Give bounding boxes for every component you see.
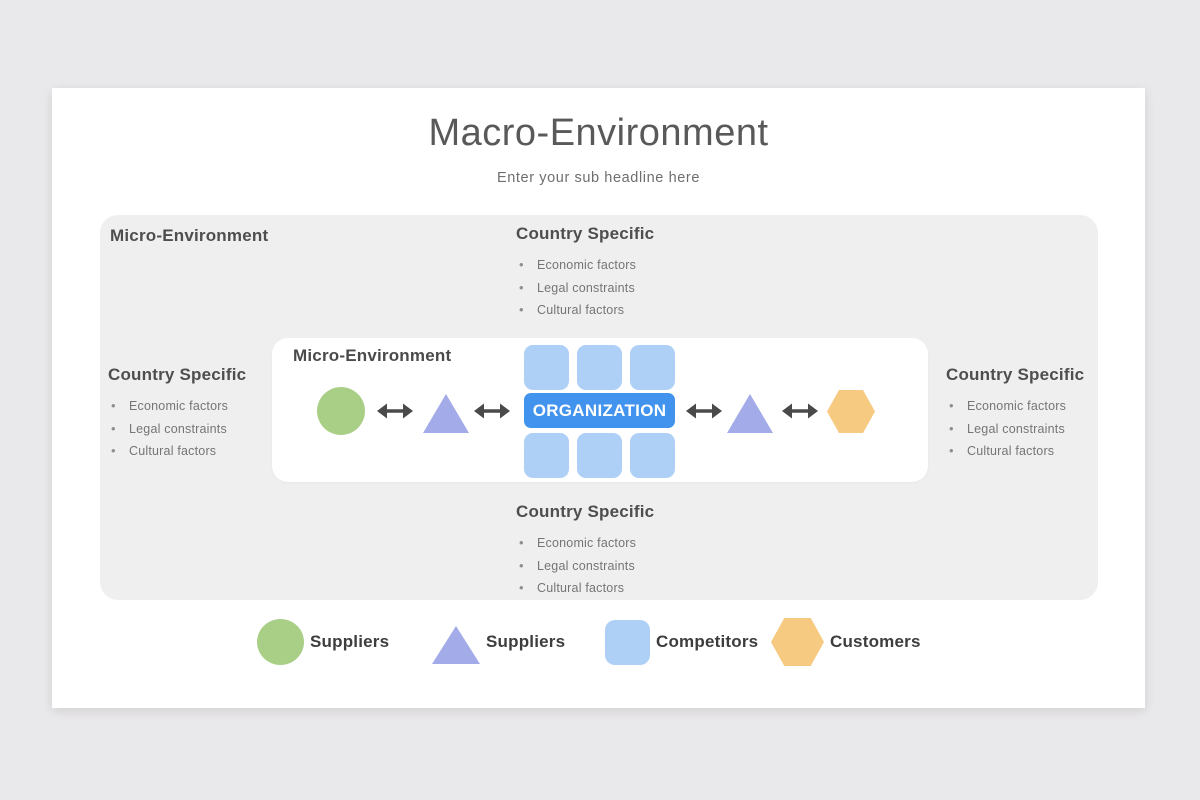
legend-label: Customers <box>830 632 921 651</box>
legend-label: Competitors <box>656 632 759 651</box>
triangle-icon <box>432 626 480 664</box>
competitor-square <box>577 345 622 390</box>
bullet-dot: • <box>519 279 524 295</box>
legend-item-customers: Customers <box>771 618 921 666</box>
country-specific-heading: Country Specific <box>516 502 655 521</box>
bullet-item: • Cultural factors <box>946 440 1176 463</box>
bullet-text: Cultural factors <box>537 581 625 595</box>
bullet-dot: • <box>111 398 116 413</box>
macro-panel-label: Micro-Environment <box>110 226 269 245</box>
country-specific-list: • Economic factors • Legal constraints • Cu… <box>108 395 338 463</box>
macro-environment-panel: Micro-Environment Country Specific • Econ… <box>100 215 1098 600</box>
bullet-text: Cultural factors <box>537 303 625 317</box>
competitor-square <box>524 345 569 390</box>
micro-panel-label: Micro-Environment <box>293 346 452 365</box>
country-specific-heading: Country Specific <box>516 224 655 243</box>
legend-item-suppliers-triangle: Suppliers <box>432 618 565 666</box>
competitor-square <box>630 433 675 478</box>
supplier-triangle-shape <box>423 394 469 433</box>
bullet-item: • Economic factors <box>516 254 746 277</box>
country-specific-list: • Economic factors • Legal constraints • Cu… <box>516 532 746 600</box>
competitor-square <box>577 433 622 478</box>
page-title: Macro-Environment <box>428 112 769 154</box>
legend-label: Suppliers <box>486 632 566 651</box>
hexagon-icon <box>771 618 824 666</box>
country-specific-list: • Economic factors • Legal constraints • Cu… <box>516 254 746 322</box>
bullet-item: • Cultural factors <box>516 299 746 322</box>
country-specific-block-right: Country Specific • Economic factors • Lega… <box>946 365 1176 463</box>
micro-environment-panel: Micro-Environment ORGANIZATION <box>272 338 928 482</box>
country-specific-heading: Country Specific <box>946 365 1085 384</box>
page-subtitle: Enter your sub headline here <box>496 170 700 186</box>
bullet-text: Cultural factors <box>967 444 1055 458</box>
bullet-dot: • <box>949 420 954 436</box>
bullet-dot: • <box>519 535 524 550</box>
legend-item-suppliers-circle: Suppliers <box>257 618 389 666</box>
bullet-item: • Cultural factors <box>108 440 338 463</box>
country-specific-heading: Country Specific <box>108 365 247 384</box>
organization-badge: ORGANIZATION <box>524 393 675 428</box>
double-arrow-icon <box>686 403 722 419</box>
bullet-item: • Economic factors <box>108 395 338 418</box>
bullet-item: • Legal constraints <box>946 418 1176 441</box>
bullet-item: • Economic factors <box>946 395 1176 418</box>
competitor-square <box>630 345 675 390</box>
double-arrow-icon <box>377 403 413 419</box>
double-arrow-icon <box>782 403 818 419</box>
bullet-text: Legal constraints <box>537 280 635 295</box>
bullet-dot: • <box>111 443 116 458</box>
bullet-text: Legal constraints <box>967 421 1065 436</box>
bullet-text: Economic factors <box>537 536 637 550</box>
bullet-text: Cultural factors <box>129 444 217 458</box>
double-arrow-icon <box>474 403 510 419</box>
circle-icon <box>257 619 304 665</box>
bullet-text: Economic factors <box>537 258 637 272</box>
supplier-circle-shape <box>317 387 365 435</box>
bullet-item: • Legal constraints <box>516 555 746 578</box>
square-icon <box>605 619 650 665</box>
competitor-square <box>524 433 569 478</box>
bullet-text: Legal constraints <box>537 558 635 573</box>
bullet-dot: • <box>949 398 954 413</box>
bullet-item: • Cultural factors <box>516 577 746 600</box>
bullet-item: • Legal constraints <box>516 277 746 300</box>
bullet-dot: • <box>111 420 116 436</box>
country-specific-block-bottom: Country Specific • Economic factors • Lega… <box>516 502 746 600</box>
bullet-dot: • <box>519 557 524 573</box>
legend-label: Suppliers <box>310 632 390 651</box>
presentation-slide: Macro-Environment Enter your sub headlin… <box>52 88 1145 708</box>
bullet-item: • Legal constraints <box>108 418 338 441</box>
bullet-dot: • <box>519 257 524 272</box>
bullet-dot: • <box>519 580 524 595</box>
legend-item-competitors: Competitors <box>605 618 758 666</box>
bullet-text: Economic factors <box>129 399 229 413</box>
bullet-text: Economic factors <box>967 399 1067 413</box>
bullet-dot: • <box>949 443 954 458</box>
bullet-dot: • <box>519 302 524 317</box>
bullet-text: Legal constraints <box>129 421 227 436</box>
country-specific-block-top: Country Specific • Economic factors • Lega… <box>516 224 746 322</box>
country-specific-list: • Economic factors • Legal constraints • Cu… <box>946 395 1176 463</box>
customer-hexagon-shape <box>827 390 875 433</box>
country-specific-block-left: Country Specific • Economic factors • Lega… <box>108 365 338 463</box>
supplier-triangle-shape <box>727 394 773 433</box>
bullet-item: • Economic factors <box>516 532 746 555</box>
